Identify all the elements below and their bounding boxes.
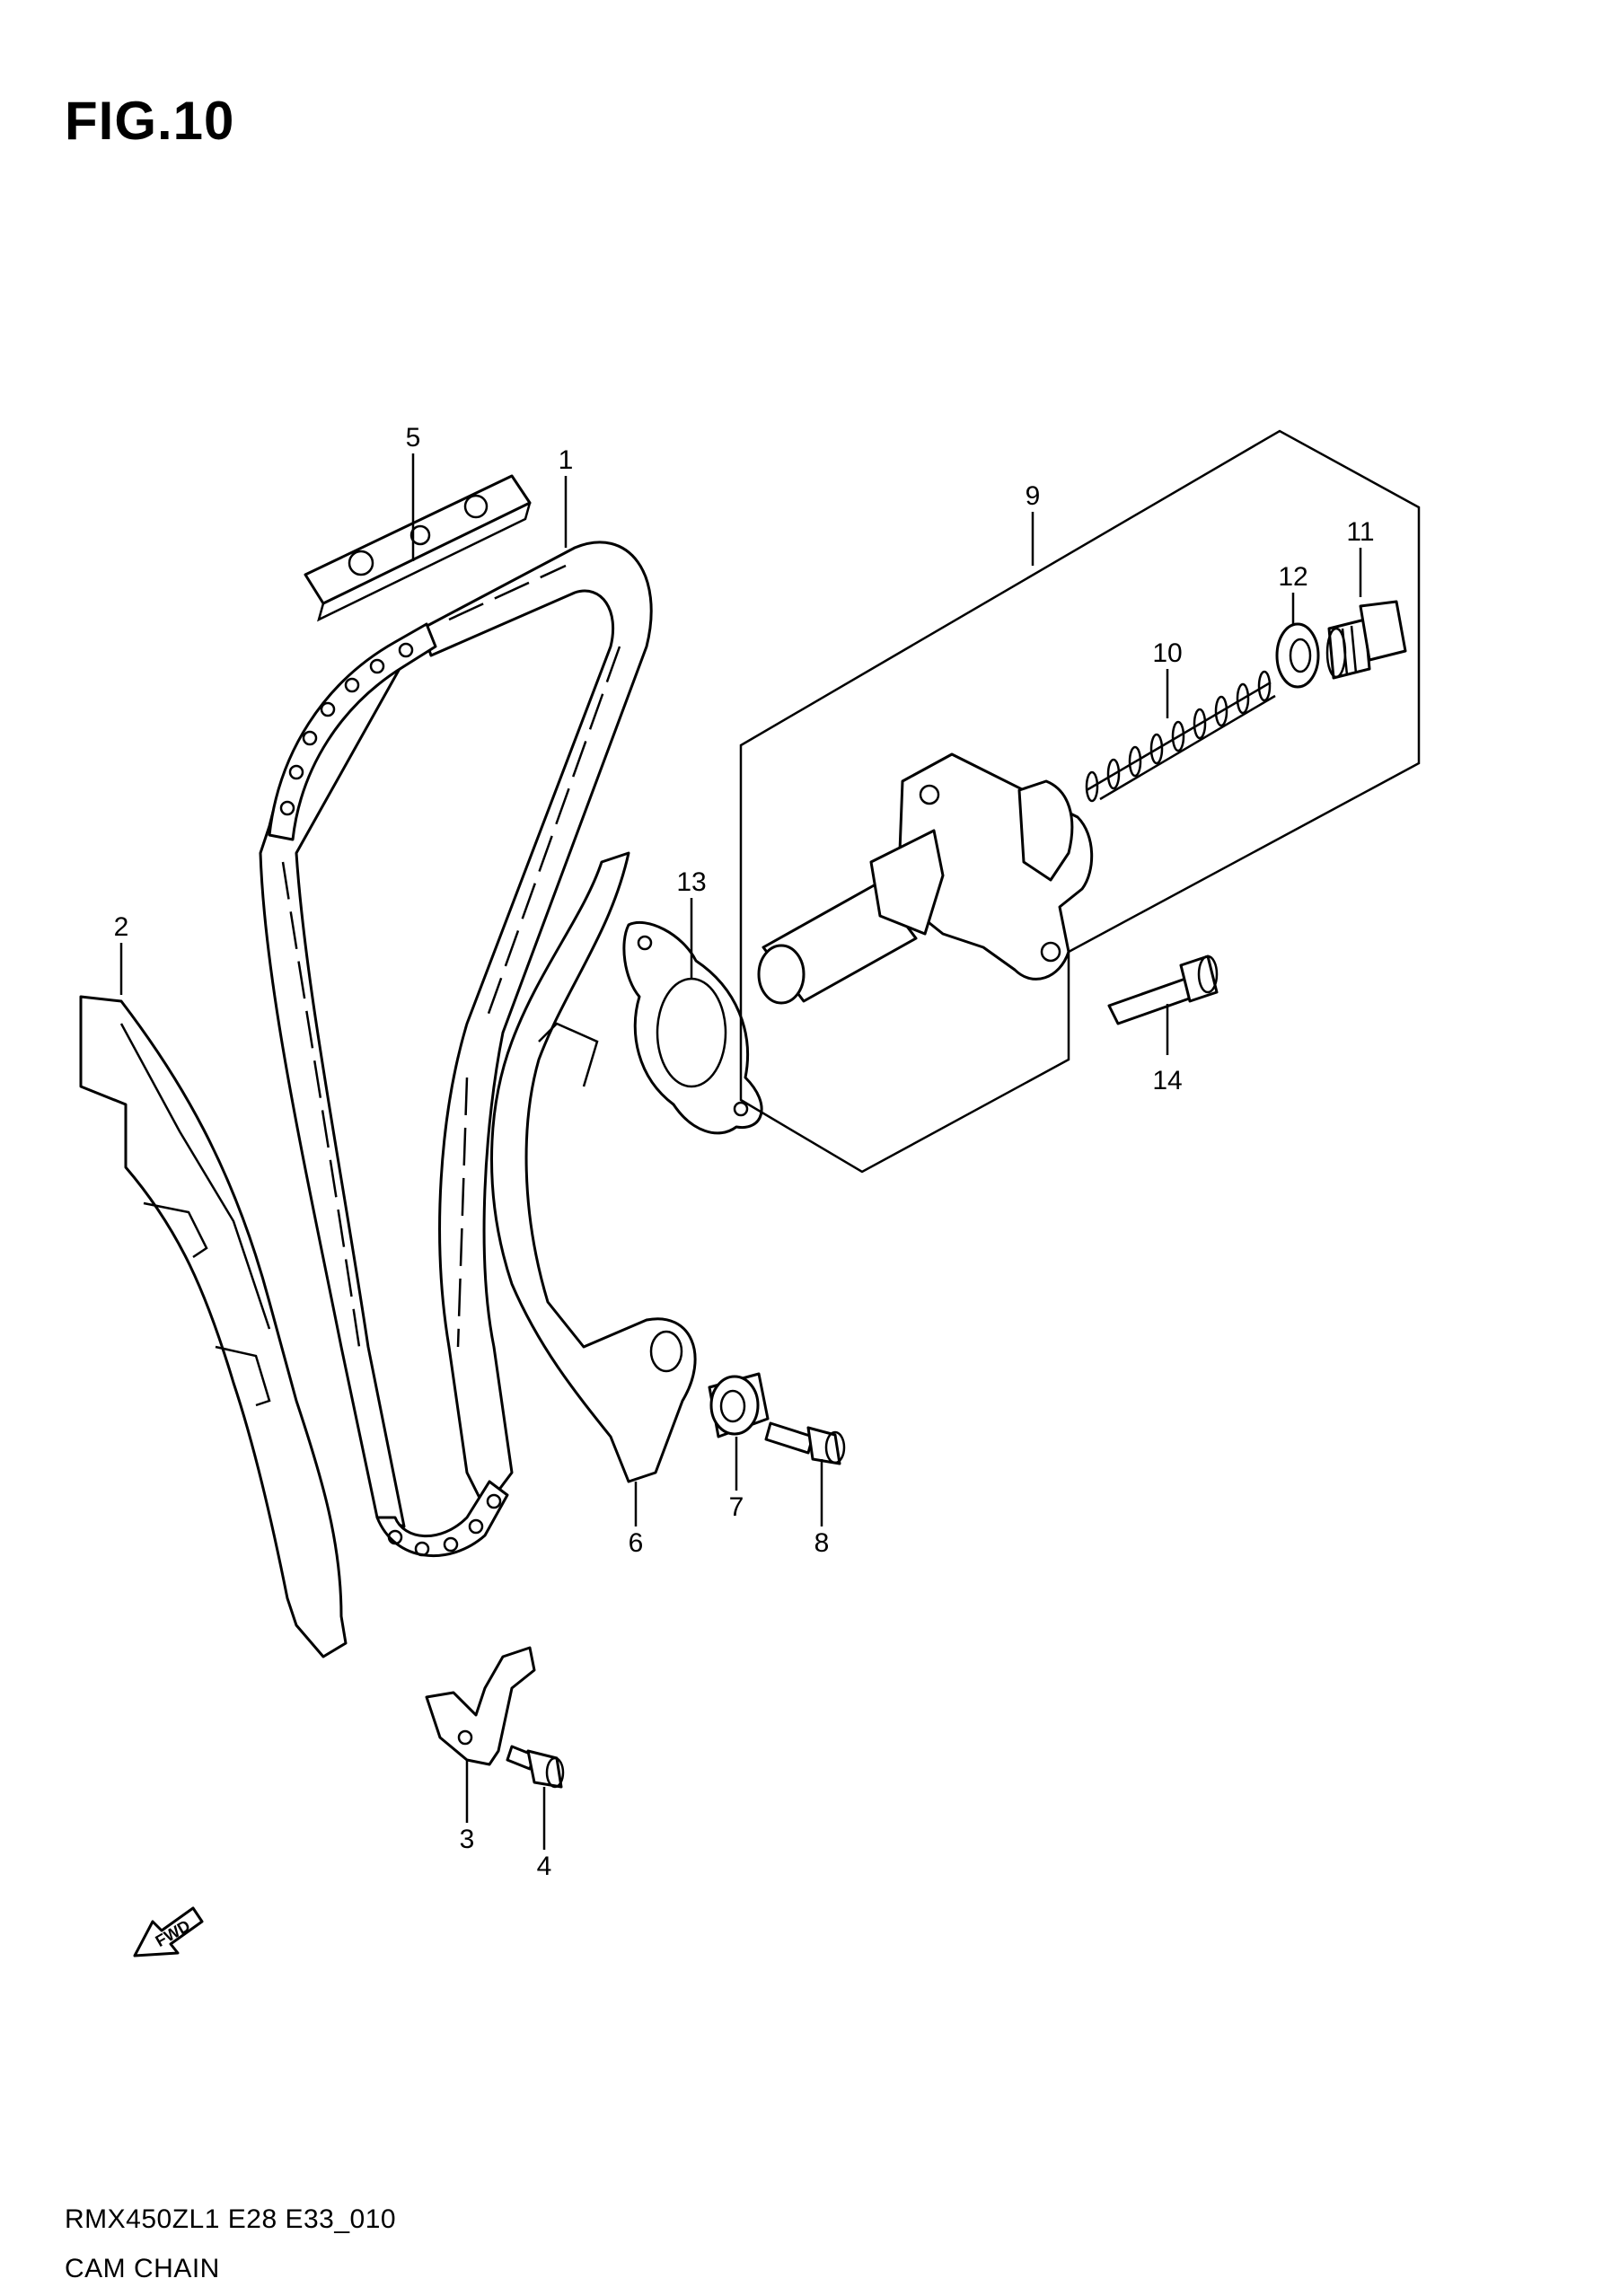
- callout-8: 8: [814, 1528, 830, 1558]
- callout-10: 10: [1152, 638, 1182, 668]
- part-13-gasket[interactable]: [622, 920, 763, 1135]
- part-9-tensioner-assembly[interactable]: [739, 429, 1421, 1174]
- callout-labels: 1 2 3 4 5 6 7 8 9 10 11 12 13 14: [114, 423, 1375, 1881]
- callout-14: 14: [1152, 1066, 1182, 1095]
- callout-13: 13: [676, 867, 706, 897]
- part-6-cam-chain-tensioner-arm[interactable]: [490, 851, 697, 1483]
- part-14-bolt[interactable]: [1107, 954, 1219, 1025]
- part-11-cap-bolt[interactable]: [1325, 600, 1407, 680]
- part-10-spring[interactable]: [1085, 670, 1276, 803]
- callout-1: 1: [559, 445, 574, 475]
- figure-code: RMX450ZL1 E28 E33_010: [65, 2204, 397, 2234]
- callout-9: 9: [1026, 481, 1041, 511]
- part-5-chain-guide-plate[interactable]: [304, 474, 532, 622]
- figure-name: CAM CHAIN: [65, 2254, 220, 2283]
- callout-6: 6: [629, 1528, 644, 1558]
- part-12-washer[interactable]: [1275, 622, 1320, 689]
- part-7-spacer[interactable]: [708, 1372, 770, 1438]
- callout-3: 3: [460, 1825, 475, 1854]
- leader-lines: [119, 453, 1362, 1850]
- callout-11: 11: [1346, 517, 1374, 547]
- fwd-arrow-icon: FWD: [133, 1906, 204, 1957]
- callout-2: 2: [114, 912, 129, 942]
- part-8-bolt[interactable]: [764, 1421, 846, 1465]
- part-1-cam-chain[interactable]: [259, 541, 653, 1557]
- callout-7: 7: [729, 1492, 744, 1522]
- callout-12: 12: [1278, 562, 1307, 592]
- part-4-bolt[interactable]: [506, 1745, 565, 1789]
- callout-4: 4: [537, 1852, 552, 1881]
- figure-title: FIG.10: [65, 91, 235, 151]
- part-2-cam-chain-guide[interactable]: [79, 995, 348, 1658]
- callout-5: 5: [406, 423, 421, 453]
- part-3-guide-bracket[interactable]: [425, 1646, 536, 1766]
